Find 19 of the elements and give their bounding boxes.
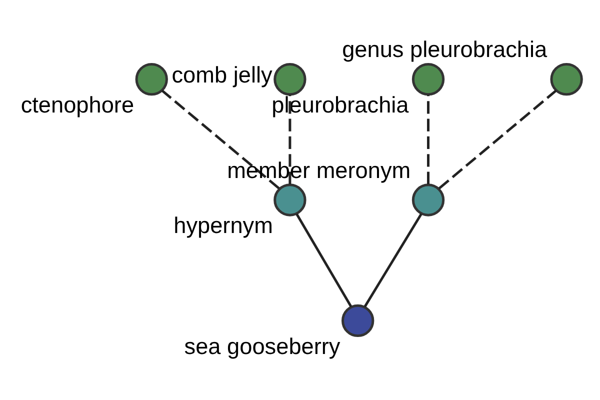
connector bbox=[296, 213, 352, 308]
node-circle bbox=[274, 62, 306, 96]
connector bbox=[438, 90, 557, 190]
node-circle bbox=[135, 62, 168, 96]
node-label: member meronym bbox=[227, 158, 411, 183]
node-label: sea gooseberry bbox=[184, 334, 340, 359]
node-circle bbox=[412, 184, 445, 216]
connector bbox=[364, 213, 422, 308]
node-circle bbox=[274, 184, 306, 216]
connector bbox=[161, 90, 280, 190]
node-label: genus pleurobrachia bbox=[342, 37, 548, 62]
node-circle bbox=[342, 304, 374, 338]
node-label: hypernym bbox=[174, 213, 273, 238]
node-label: comb jelly bbox=[172, 62, 272, 88]
connector bbox=[427, 94, 430, 184]
node-circle bbox=[550, 62, 583, 96]
connector bbox=[288, 94, 292, 184]
node-circle bbox=[412, 62, 445, 96]
node-label: ctenophore bbox=[20, 92, 134, 118]
